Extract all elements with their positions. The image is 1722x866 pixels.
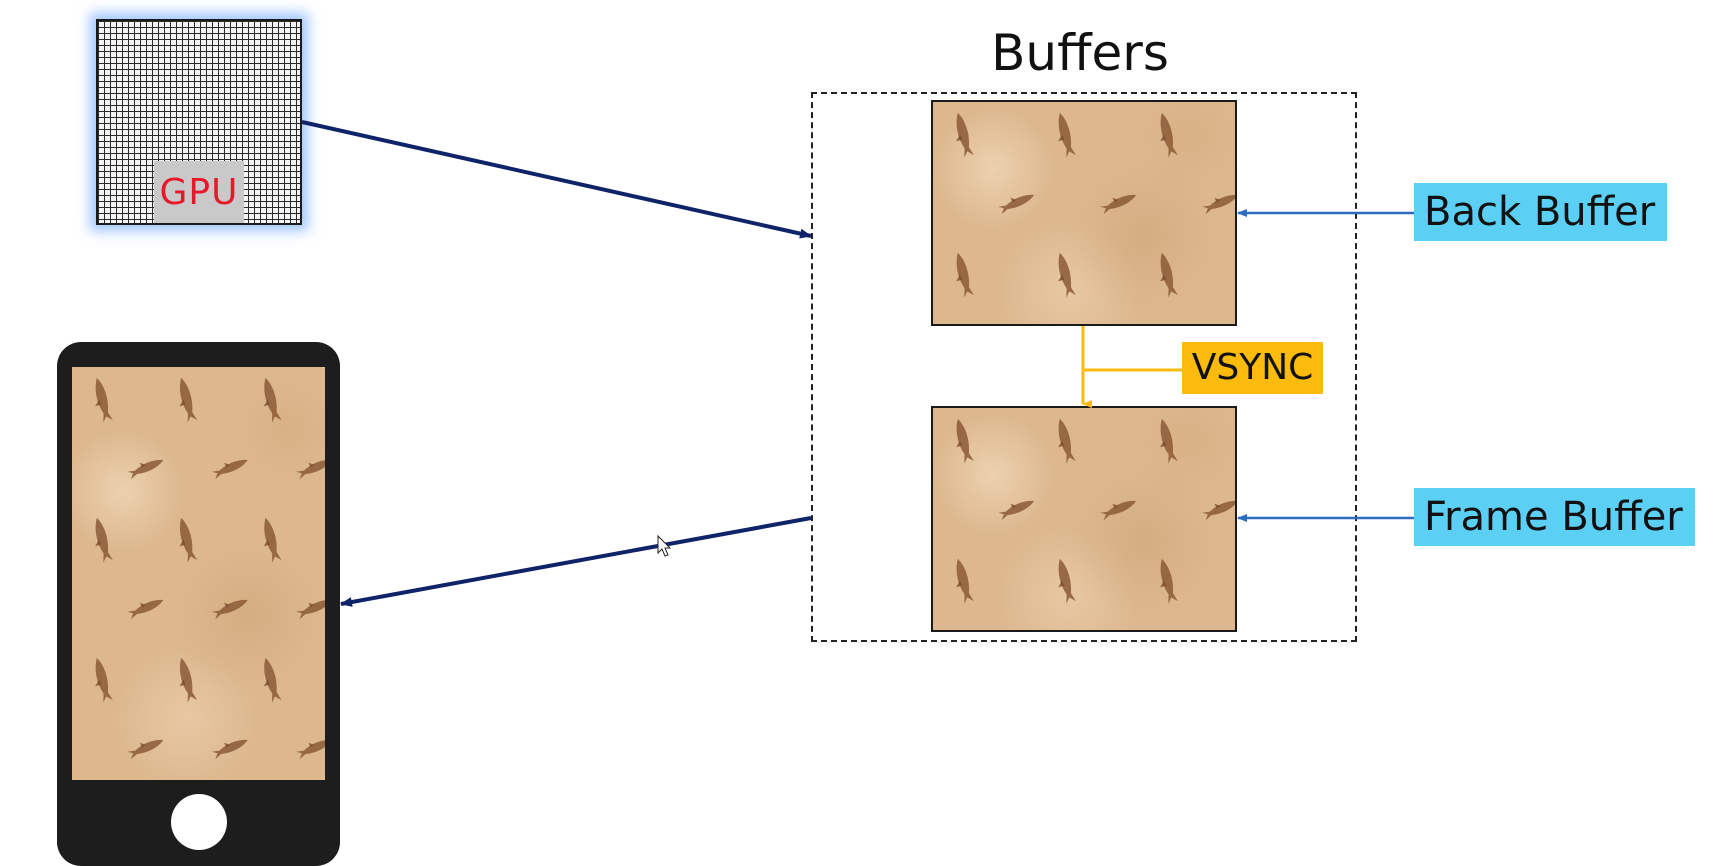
- fish-fossil: [956, 418, 974, 464]
- fish-fossil: [179, 377, 198, 423]
- frame-buffer-image: [931, 406, 1237, 632]
- fish-fossil: [127, 739, 164, 760]
- gpu-to-buffers-arrow: [301, 120, 812, 239]
- fish-fossil: [211, 459, 248, 480]
- buffers-container: [811, 92, 1357, 642]
- fish-fossil: [1160, 112, 1178, 158]
- fish-fossil: [127, 599, 164, 620]
- back-buffer-image: [931, 100, 1237, 326]
- back-buffer-label: Back Buffer: [1414, 183, 1667, 241]
- buffers-title: Buffers: [991, 24, 1169, 82]
- fish-fossil: [998, 500, 1035, 521]
- gpu-label-box: GPU: [154, 161, 244, 223]
- smartphone-icon: [57, 342, 340, 866]
- fish-fossil: [1058, 418, 1076, 464]
- fish-fossil: [263, 517, 282, 563]
- fish-fossil: [1058, 252, 1076, 298]
- mouse-cursor-icon: [657, 534, 672, 557]
- fish-fossil: [1202, 500, 1235, 521]
- vsync-label: VSYNC: [1182, 342, 1323, 394]
- fish-fossil: [296, 459, 325, 480]
- fish-fossil: [263, 657, 282, 703]
- fish-fossil: [1202, 194, 1235, 215]
- fish-fossil: [1100, 500, 1137, 521]
- fish-fossil: [95, 517, 113, 563]
- fish-fossil: [95, 377, 113, 423]
- gpu-chip-icon: GPU: [96, 19, 302, 225]
- fish-fossil: [1100, 194, 1137, 215]
- fish-fossil-image: [956, 112, 1235, 298]
- fish-fossil-image: [956, 418, 1235, 604]
- fish-fossil: [998, 194, 1035, 215]
- gpu-label: GPU: [159, 171, 239, 213]
- fish-fossil: [1058, 558, 1076, 604]
- fish-fossil-image: [95, 377, 325, 760]
- phone-screen: [72, 367, 325, 780]
- fish-fossil: [179, 517, 198, 563]
- fish-fossil: [296, 739, 325, 760]
- phone-home-button: [171, 794, 227, 850]
- fish-fossil: [1160, 418, 1178, 464]
- fish-fossil: [95, 657, 113, 703]
- fish-fossil: [179, 657, 198, 703]
- frame-buffer-label: Frame Buffer: [1414, 488, 1695, 546]
- fish-fossil: [211, 599, 248, 620]
- fish-fossil: [956, 252, 974, 298]
- fish-fossil: [127, 459, 164, 480]
- fish-fossil: [1160, 252, 1178, 298]
- buffers-to-phone-arrow: [340, 516, 812, 607]
- fish-fossil: [1160, 558, 1178, 604]
- fish-fossil: [263, 377, 282, 423]
- fish-fossil: [211, 739, 248, 760]
- fish-fossil: [956, 558, 974, 604]
- fish-fossil: [1058, 112, 1076, 158]
- fish-fossil: [956, 112, 974, 158]
- fish-fossil: [296, 599, 325, 620]
